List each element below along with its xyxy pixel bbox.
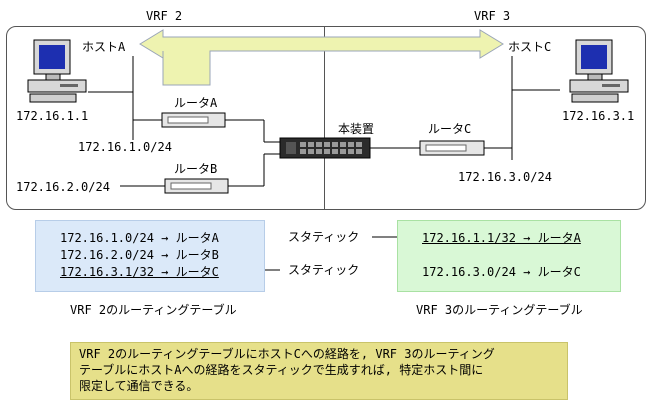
vrf2-label: VRF 2 — [146, 9, 183, 23]
table-row: 172.16.2.0/24 → ルータB — [60, 248, 219, 262]
host-a-ip: 172.16.1.1 — [16, 109, 89, 123]
vrf3-routing-table: 172.16.1.1/32 → ルータA 172.16.3.0/24 → ルータ… — [397, 220, 621, 292]
router-a-label: ルータA — [174, 96, 218, 110]
host-c-name: ホストC — [508, 40, 552, 54]
router-b-label: ルータB — [174, 162, 218, 176]
router-c-label: ルータC — [428, 122, 472, 136]
flow-arrow — [139, 29, 504, 86]
vrf3-table-caption: VRF 3のルーティングテーブル — [416, 303, 583, 317]
table-row: 172.16.3.1/32 → ルータC — [60, 265, 219, 279]
host-c-ip: 172.16.3.1 — [562, 109, 635, 123]
net2-label: 172.16.2.0/24 — [16, 180, 110, 194]
host-a-pc-icon — [27, 39, 87, 103]
net1-label: 172.16.1.0/24 — [78, 140, 172, 154]
main-device-icon — [279, 137, 371, 159]
note-line: VRF 2のルーティングテーブルにホストCへの経路を, VRF 3のルーティング — [79, 347, 495, 361]
static-label-to-vrf3: スタティック — [288, 230, 360, 244]
vrf3-label: VRF 3 — [474, 9, 511, 23]
note-line: テーブルにホストAへの経路をスタティックで生成すれば, 特定ホスト間に — [79, 363, 484, 377]
net3-label: 172.16.3.0/24 — [458, 170, 552, 184]
table-row: 172.16.1.0/24 → ルータA — [60, 231, 219, 245]
router-b-icon — [164, 178, 229, 194]
vrf2-routing-table: 172.16.1.0/24 → ルータA 172.16.2.0/24 → ルータ… — [35, 220, 265, 292]
table-row: 172.16.1.1/32 → ルータA — [422, 231, 581, 245]
vrf2-table-caption: VRF 2のルーティングテーブル — [70, 303, 237, 317]
router-c-icon — [419, 140, 485, 156]
host-c-pc-icon — [569, 39, 629, 103]
explanation-note: VRF 2のルーティングテーブルにホストCへの経路を, VRF 3のルーティング… — [70, 342, 568, 400]
table-row: 172.16.3.0/24 → ルータC — [422, 265, 581, 279]
main-device-label: 本装置 — [338, 122, 375, 136]
note-line: 限定して通信できる。 — [79, 379, 199, 393]
router-a-icon — [161, 112, 226, 128]
host-a-name: ホストA — [82, 40, 126, 54]
static-label-to-vrf2: スタティック — [288, 263, 360, 277]
